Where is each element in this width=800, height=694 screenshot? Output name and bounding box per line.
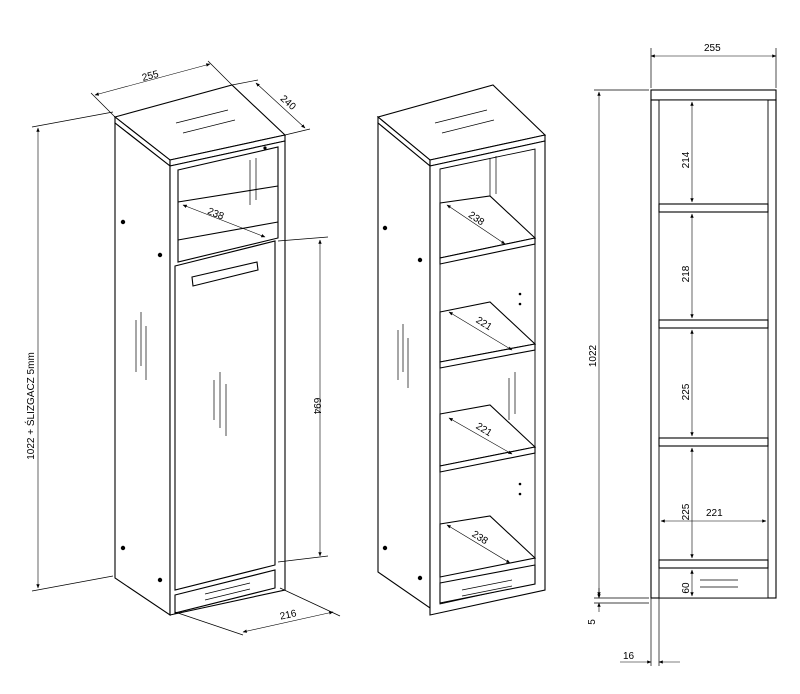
- cabinet-plinth: [174, 569, 276, 614]
- open-cabinet-left-side: [377, 121, 431, 610]
- front-shelf: [658, 437, 769, 447]
- dim-total-height: 1022 + ŚLIZGACZ 5mm: [24, 111, 114, 592]
- dim-label: 214: [681, 151, 692, 168]
- open-cabinet-top: [376, 84, 547, 168]
- dim-label: 225: [681, 383, 692, 400]
- dim-compartment-2: 218: [681, 213, 694, 319]
- cabinet-left-side: [114, 121, 171, 617]
- open-cabinet-frame: [429, 140, 546, 616]
- dim-front-height: 1022: [588, 89, 649, 599]
- closed-cabinet-view: 255 240 238 694 216 1022 + ŚL: [24, 60, 341, 636]
- dim-front-plinth: 60: [681, 569, 694, 597]
- dim-compartment-1: 214: [681, 101, 694, 203]
- dim-label: 16: [623, 651, 635, 662]
- dim-front-glide: 5: [587, 588, 660, 666]
- front-elevation-view: 255 1022 214 218 225 225 221: [587, 43, 777, 666]
- dim-label: 218: [681, 265, 692, 282]
- dim-label: 60: [681, 582, 692, 594]
- dim-width-255: 255: [90, 60, 233, 118]
- dim-label: 216: [279, 608, 298, 622]
- dim-label: 240: [278, 93, 298, 113]
- dim-label: 255: [704, 43, 721, 54]
- open-cabinet-view: 238 221 221 238: [376, 84, 547, 616]
- dim-compartment-4: 225: [681, 447, 694, 559]
- cabinet-top: [113, 84, 287, 168]
- dim-compartment-3: 225: [681, 329, 694, 437]
- dim-label: 694: [311, 398, 322, 415]
- front-shelf: [658, 203, 769, 213]
- open-plinth: [439, 564, 536, 604]
- front-shelf: [658, 319, 769, 329]
- dim-label: 1022 + ŚLIZGACZ 5mm: [24, 352, 37, 460]
- dim-label: 1022: [588, 344, 599, 367]
- front-shelf: [658, 559, 769, 569]
- dim-label: 5: [587, 619, 598, 625]
- dim-label: 255: [141, 69, 160, 84]
- front-plinth: [700, 579, 738, 588]
- dim-front-inner-width: 221: [660, 508, 767, 523]
- dim-plinth-216: 216: [174, 587, 341, 636]
- dim-front-width: 255: [650, 43, 777, 88]
- cabinet-door: [174, 240, 276, 591]
- dim-door-694: 694: [277, 236, 329, 563]
- dim-label: 221: [706, 508, 723, 519]
- dim-front-side: 16: [620, 651, 680, 664]
- dim-label: 225: [681, 503, 692, 520]
